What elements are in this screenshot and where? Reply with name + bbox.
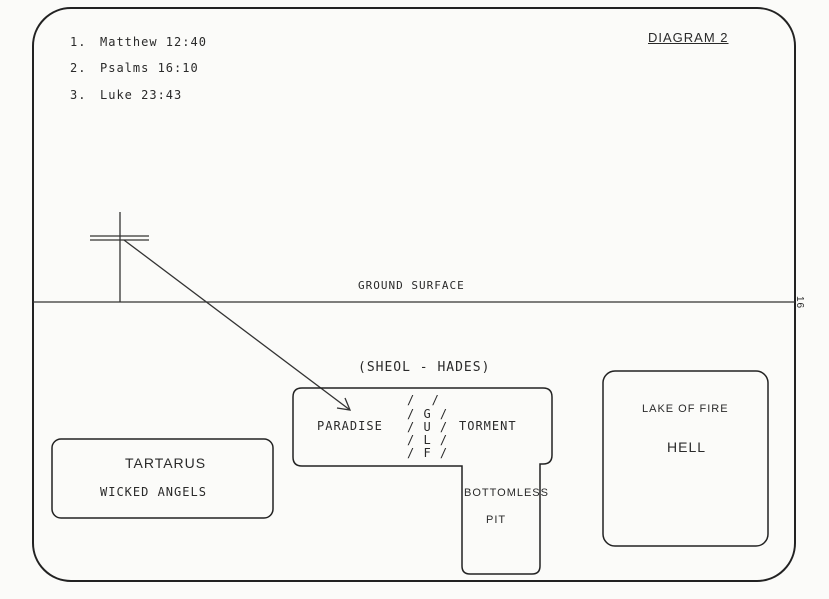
reference-text: Matthew 12:40 [100, 35, 207, 49]
reference-text: Luke 23:43 [100, 88, 183, 102]
torment-label: TORMENT [459, 419, 517, 433]
ground-surface-label: GROUND SURFACE [358, 279, 465, 292]
page-number: 16 [794, 296, 805, 310]
hell-label: HELL [667, 439, 707, 455]
bottomless-label: BOTTOMLESS [464, 487, 549, 499]
pit-label: PIT [486, 514, 507, 526]
sheol-hades-compartment [292, 387, 553, 575]
arrow-cross-to-paradise [123, 239, 352, 411]
tartarus-label: TARTARUS [125, 455, 207, 471]
lake-of-fire-label: LAKE OF FIRE [642, 403, 729, 415]
tartarus-box [51, 438, 274, 519]
diagram-title: DIAGRAM 2 [648, 30, 729, 45]
reference-number: 1. [70, 35, 87, 49]
cross-icon [90, 212, 149, 302]
reference-number: 3. [70, 88, 87, 102]
outer-frame [32, 7, 796, 582]
reference-number: 2. [70, 61, 87, 75]
gulf-line: / G / [407, 407, 449, 421]
paradise-label: PARADISE [317, 419, 383, 433]
gulf-line: / / [407, 393, 440, 407]
reference-text: Psalms 16:10 [100, 61, 199, 75]
lake-of-fire-box [602, 370, 769, 547]
gulf-line: / U / [407, 420, 449, 434]
sheol-label: (SHEOL - HADES) [358, 360, 491, 375]
gulf-line: / F / [407, 446, 449, 460]
gulf-line: / L / [407, 433, 449, 447]
wicked-angels-label: WICKED ANGELS [100, 485, 207, 499]
